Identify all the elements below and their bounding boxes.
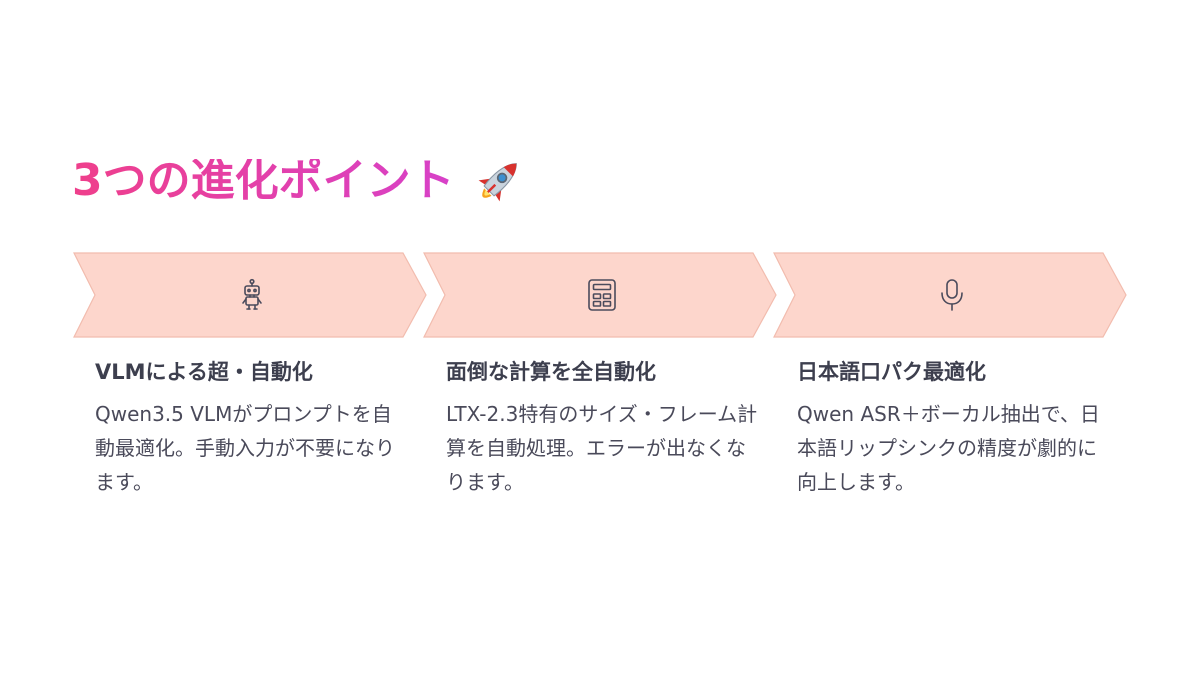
rocket-icon: [478, 163, 517, 202]
step-description: LTX-2.3特有のサイズ・フレーム計算を自動処理。エラーが出なくなります。: [446, 402, 758, 494]
page-title: 3つの進化ポイント: [72, 155, 455, 206]
step-description: Qwen3.5 VLMがプロンプトを自動最適化。手動入力が不要になります。: [95, 402, 395, 494]
step-heading: 面倒な計算を全自動化: [446, 360, 656, 384]
chevron-shape: [773, 252, 1127, 338]
step-column-2: 面倒な計算を全自動化 LTX-2.3特有のサイズ・フレーム計算を自動処理。エラー…: [446, 352, 766, 499]
calculator-icon: [588, 279, 616, 311]
robot-icon: [242, 278, 262, 310]
step-heading: 日本語口パク最適化: [797, 360, 986, 384]
step-chevron-3: [773, 252, 1127, 338]
step-heading: VLMによる超・自動化: [95, 360, 313, 384]
step-column-1: VLMによる超・自動化 Qwen3.5 VLMがプロンプトを自動最適化。手動入力…: [95, 352, 415, 499]
step-chevron-2: [423, 252, 777, 338]
step-chevron-1: [73, 252, 427, 338]
title-row: 3つの進化ポイント: [72, 150, 527, 212]
microphone-icon: [941, 279, 963, 311]
step-column-3: 日本語口パク最適化 Qwen ASR＋ボーカル抽出で、日本語リップシンクの精度が…: [797, 352, 1117, 499]
step-description: Qwen ASR＋ボーカル抽出で、日本語リップシンクの精度が劇的に向上します。: [797, 402, 1100, 494]
